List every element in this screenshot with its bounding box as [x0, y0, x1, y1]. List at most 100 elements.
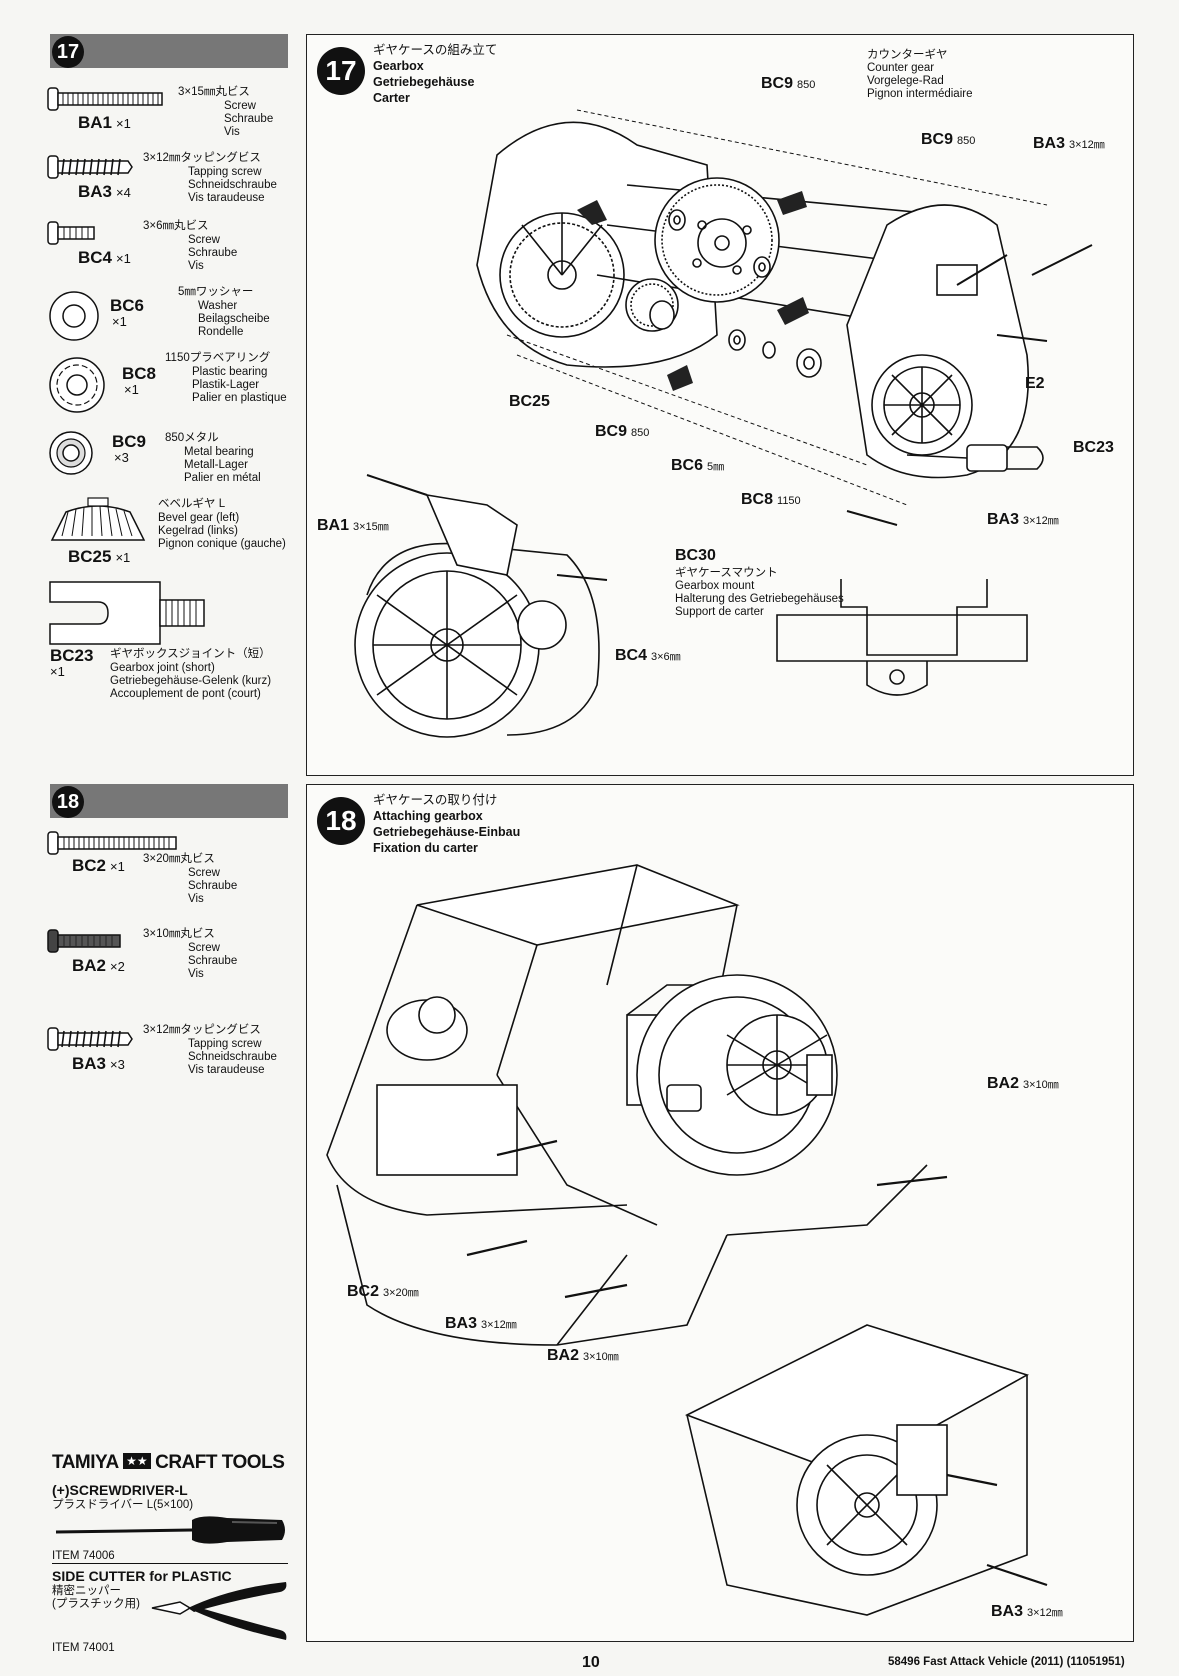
bc30-label-de: Halterung des Getriebegehäuses: [675, 593, 844, 605]
ba3-step18-part-en: Tapping screw: [188, 1038, 262, 1050]
ba1-screw-icon: [47, 87, 163, 111]
bc23-part-size: ギヤボックスジョイント（短）: [110, 648, 271, 660]
bc25-callout: BC25: [509, 393, 550, 410]
step18-title-en: Attaching gearbox: [373, 809, 483, 823]
screwdriver-jp: プラスドライバー L(5×100): [52, 1499, 194, 1511]
side-cutter-name: SIDE CUTTER for PLASTIC: [52, 1568, 232, 1584]
ba3-part-code: BA3×4: [78, 182, 131, 201]
bc30-callout: BC30: [675, 547, 716, 564]
ba1-part-de: Schraube: [224, 113, 274, 125]
side-cutter-jp1: 精密ニッパー: [52, 1585, 121, 1597]
bc4-screw-icon: [47, 221, 95, 245]
bc6-part-code: BC6×1: [110, 296, 145, 329]
bc2-part-en: Screw: [188, 867, 220, 879]
ba3-part-en: Tapping screw: [188, 166, 262, 178]
step17-parts-number: 17: [52, 36, 84, 68]
side-cutter-icon: [151, 1582, 287, 1640]
bc2-part-de: Schraube: [188, 880, 238, 892]
bc6-part-de: Beilagscheibe: [198, 313, 270, 325]
ba3-step18-part-fr: Vis taraudeuse: [188, 1064, 265, 1076]
ba1-part-code: BA1×1: [78, 113, 131, 132]
bc25-part-code: BC25×1: [68, 547, 131, 566]
tamiya-stars-logo: ★★: [123, 1453, 151, 1469]
side-cutter-item-number: ITEM 74001: [52, 1642, 115, 1654]
ba2-part-code: BA2×2: [72, 956, 125, 975]
chassis-gearbox-illustration: [326, 864, 1048, 1616]
bc6-washer-icon: [49, 291, 99, 341]
ba3-step18-part-code: BA3×3: [72, 1054, 125, 1073]
step18-title-de: Getriebegehäuse-Einbau: [373, 825, 521, 839]
bc4-part-size: 3×6㎜丸ビス: [143, 220, 209, 232]
step18-title-fr: Fixation du carter: [373, 841, 478, 855]
bc30-label-jp: ギヤケースマウント: [675, 567, 778, 579]
step17-number-badge: 17: [317, 47, 365, 95]
e2-callout: E2: [1025, 375, 1045, 392]
ba2-part-de: Schraube: [188, 955, 238, 967]
step17-panel: 17 ギヤケースの組み立て Gearbox Getriebegehäuse Ca…: [306, 34, 1134, 776]
tools-divider: [52, 1563, 288, 1564]
counter-gear-label-de: Vorgelege-Rad: [867, 75, 944, 87]
ba1-part-fr: Vis: [224, 126, 240, 138]
step17-title-fr: Carter: [373, 91, 410, 105]
bc9-part-code: BC9×3: [112, 432, 147, 465]
bc9-part-en: Metal bearing: [184, 446, 254, 458]
bc30-label-fr: Support de carter: [675, 606, 764, 618]
bc8-part-fr: Palier en plastique: [192, 392, 287, 404]
ba1-part-en: Screw: [224, 100, 256, 112]
step18-parts-number: 18: [52, 786, 84, 818]
bc23-callout: BC23: [1073, 439, 1114, 456]
bc4-part-de: Schraube: [188, 247, 238, 259]
ba3-part-size: 3×12㎜タッピングビス: [143, 152, 261, 164]
gearbox-exploded-illustration: [354, 109, 1093, 738]
bc2-part-size: 3×20㎜丸ビス: [143, 853, 215, 865]
bc8-part-code: BC8×1: [122, 364, 157, 397]
bc9-metal-bearing-icon: [49, 431, 93, 475]
step18-title-jp: ギヤケースの取り付け: [373, 793, 498, 807]
ba3-part-fr: Vis taraudeuse: [188, 192, 265, 204]
bc4-part-fr: Vis: [188, 260, 204, 272]
bc23-part-fr: Accouplement de pont (court): [110, 688, 261, 700]
step18-panel: 18 ギヤケースの取り付け Attaching gearbox Getriebe…: [306, 784, 1134, 1642]
bc25-part-en: Bevel gear (left): [158, 512, 240, 524]
model-footer: 58496 Fast Attack Vehicle (2011) (110519…: [888, 1656, 1125, 1668]
bc8-plastic-bearing-icon: [49, 357, 105, 413]
bc23-part-en: Gearbox joint (short): [110, 662, 215, 674]
bc6-part-size: 5㎜ワッシャー: [178, 286, 254, 298]
bc25-part-size: ベベルギヤ L: [158, 498, 226, 510]
ba3-step18-part-de: Schneidschraube: [188, 1051, 277, 1063]
bc8-part-en: Plastic bearing: [192, 366, 268, 378]
page-number: 10: [582, 1654, 600, 1671]
bc9-part-de: Metall-Lager: [184, 459, 248, 471]
bc2-part-fr: Vis: [188, 893, 204, 905]
screwdriver-name: (+)SCREWDRIVER-L: [52, 1482, 188, 1498]
counter-gear-label-jp: カウンターギヤ: [867, 49, 948, 61]
bc25-bevel-gear-icon: [50, 497, 146, 541]
counter-gear-label-fr: Pignon intermédiaire: [867, 88, 973, 100]
bc23-part-de: Getriebegehäuse-Gelenk (kurz): [110, 675, 272, 687]
ba3-step18-screw-icon: [47, 1027, 133, 1051]
side-cutter-jp2: (プラスチック用): [52, 1598, 140, 1610]
step17-title-de: Getriebegehäuse: [373, 75, 475, 89]
step17-title-jp: ギヤケースの組み立て: [373, 43, 498, 57]
ba2-part-en: Screw: [188, 942, 220, 954]
step17-parts-header-bar: [50, 34, 288, 68]
step18-number-badge: 18: [317, 797, 365, 845]
ba1-part-size: 3×15㎜丸ビス: [178, 86, 250, 98]
bc25-part-de: Kegelrad (links): [158, 525, 238, 537]
bc8-part-size: 1150プラベアリング: [165, 352, 271, 364]
bc6-part-fr: Rondelle: [198, 326, 244, 338]
bc23-gearbox-joint-icon: [49, 581, 205, 645]
bc4-part-en: Screw: [188, 234, 220, 246]
ba3-screw-icon: [47, 155, 133, 179]
